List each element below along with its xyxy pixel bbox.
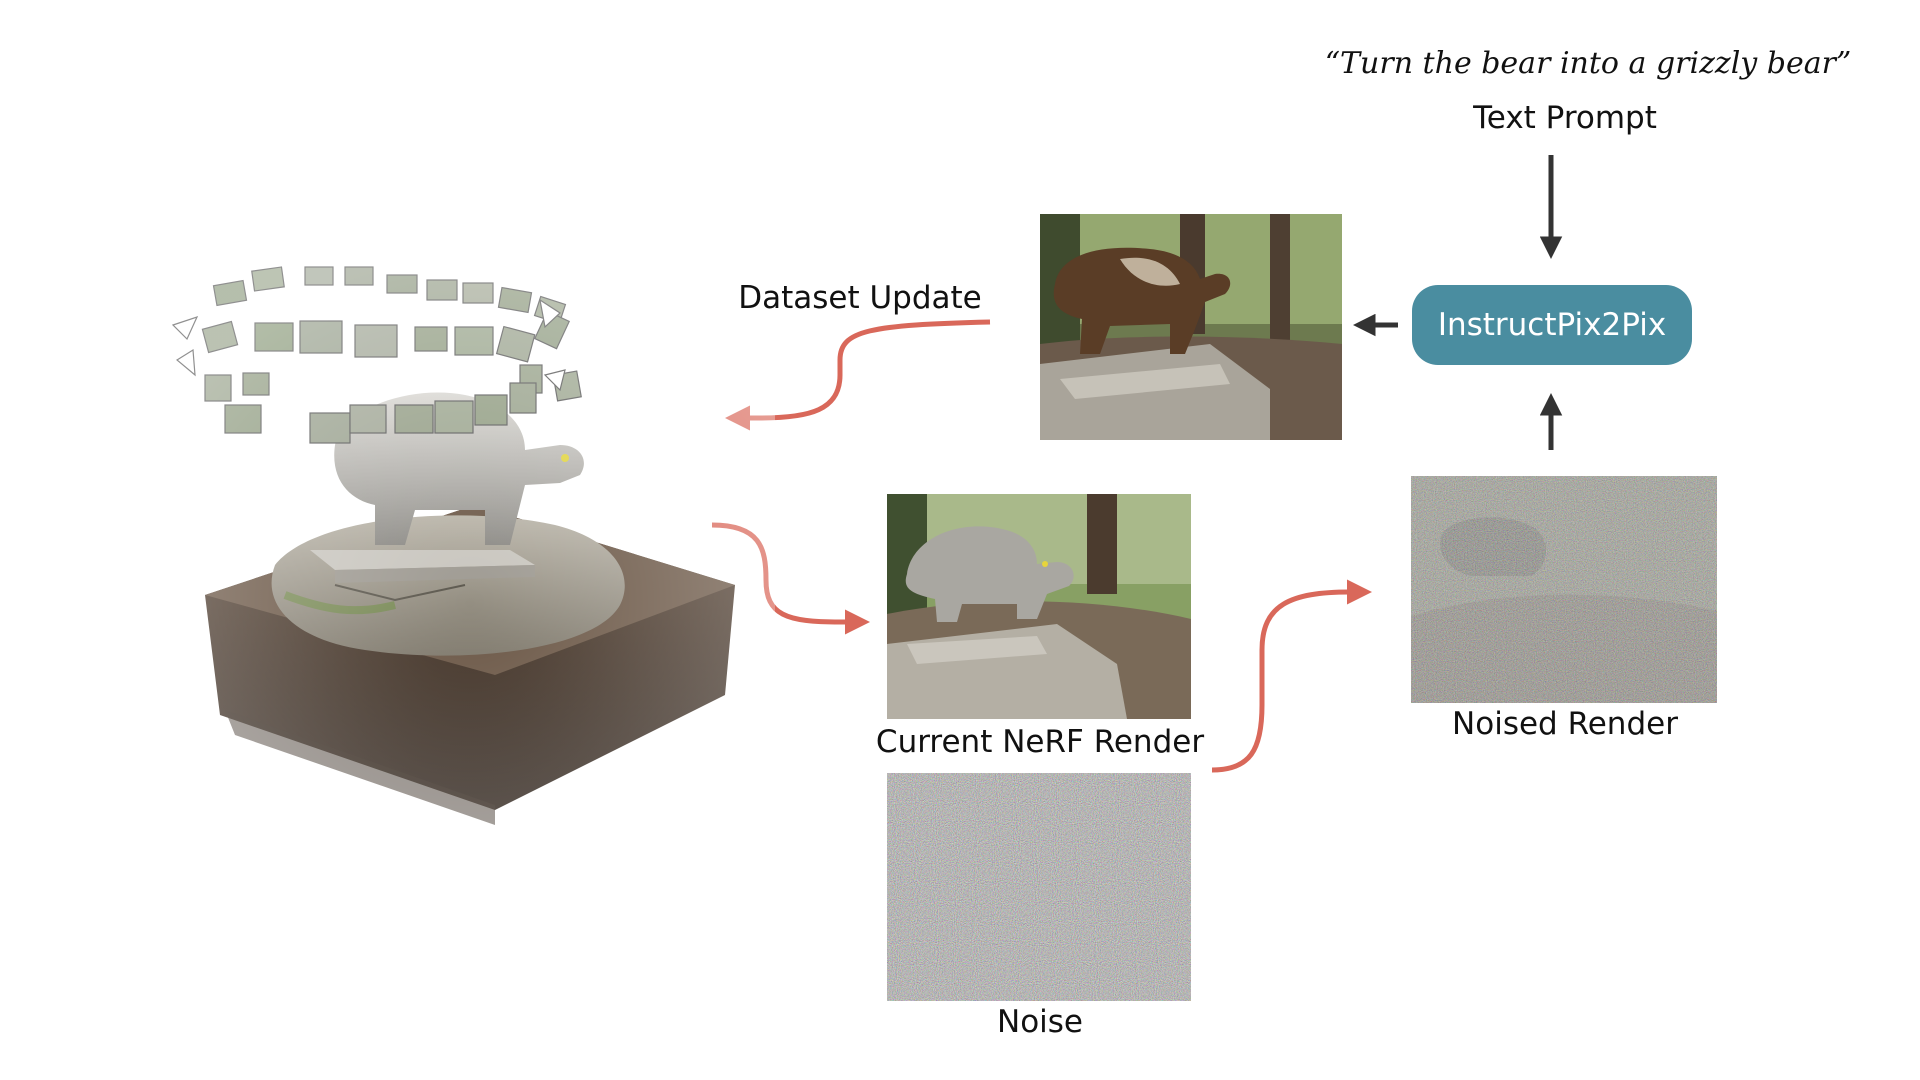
current-render-label: Current NeRF Render (875, 724, 1205, 760)
random-noise-image (887, 773, 1191, 1001)
prompt-quote: “Turn the bear into a grizzly bear” (1324, 46, 1852, 81)
noising-arrow (1211, 579, 1372, 773)
noised-render-label: Noised Render (1452, 706, 1678, 742)
nerf-scene-image (165, 255, 775, 835)
noise-image (887, 773, 1191, 1001)
edited-image (1040, 214, 1342, 440)
instructpix2pix-box: InstructPix2Pix (1412, 285, 1692, 365)
nerf-scene-with-cameras-image (165, 255, 775, 835)
stone-bear-render-photo (887, 494, 1191, 719)
dataset-update-arrow (725, 319, 991, 431)
text-prompt-label: Text Prompt (1473, 100, 1657, 136)
noise-label: Noise (997, 1004, 1083, 1040)
dataset-update-label: Dataset Update (738, 280, 982, 316)
grizzly-bear-photo (1040, 214, 1342, 440)
current-render-image (887, 494, 1191, 719)
noised-render-image (1411, 476, 1717, 703)
noised-render-image-frame (1411, 476, 1717, 703)
